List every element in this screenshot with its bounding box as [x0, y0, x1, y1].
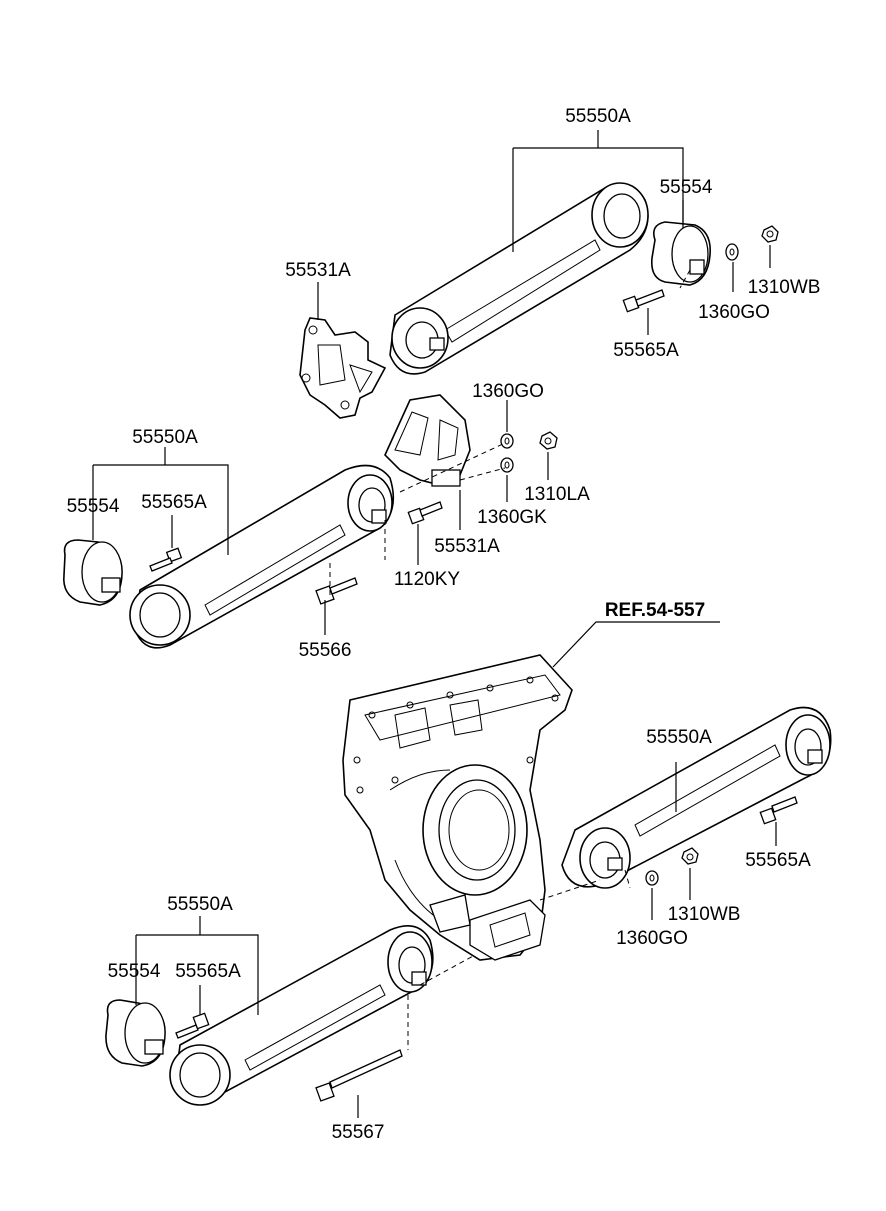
- washer-top: [725, 243, 739, 261]
- label-c-bracket: 55531A: [434, 536, 500, 557]
- nut-middle: [539, 431, 558, 450]
- mounting-bracket-middle: [384, 394, 471, 487]
- label-b-assembly: 55550A: [132, 427, 198, 448]
- arm-assembly-right: [561, 706, 832, 889]
- label-d-nut: 1310WB: [668, 904, 741, 925]
- label-d-bolt: 55565A: [745, 850, 811, 871]
- label-c-nut: 1310LA: [524, 484, 590, 505]
- nut-top: [761, 225, 779, 243]
- washer-middle: [500, 433, 514, 449]
- label-c-bolt: 1120KY: [394, 569, 461, 590]
- label-a-nut: 1310WB: [748, 277, 821, 298]
- label-e-bushing: 55554: [108, 961, 161, 982]
- bolt-c: [407, 501, 443, 525]
- bolt-bottom-long: [315, 1049, 403, 1102]
- bolt-middle: [149, 547, 183, 572]
- arm-assembly-middle: [129, 464, 395, 649]
- differential-carrier: [342, 654, 573, 961]
- mounting-bracket-top: [299, 317, 387, 419]
- label-e-assembly: 55550A: [167, 894, 233, 915]
- arm-assembly-bottom: [169, 924, 434, 1106]
- arm-assembly-top: [389, 182, 649, 375]
- label-d-washer: 1360GO: [616, 928, 688, 949]
- label-a-bushing: 55554: [660, 177, 713, 198]
- label-a-assembly: 55550A: [565, 106, 631, 127]
- label-d-assembly: 55550A: [646, 727, 712, 748]
- label-b-bolt2: 55566: [299, 640, 352, 661]
- bolt-bottom: [175, 1012, 210, 1039]
- label-a-bolt: 55565A: [613, 340, 679, 361]
- bolt-top: [622, 289, 665, 313]
- label-b-bolt: 55565A: [141, 492, 207, 513]
- bolt-right: [759, 796, 798, 825]
- label-bracket-top: 55531A: [285, 260, 351, 281]
- label-e-bolt2: 55567: [332, 1122, 385, 1143]
- label-c-washer: 1360GO: [472, 381, 544, 402]
- nut-right: [681, 847, 699, 865]
- bolt-middle-long: [315, 577, 358, 605]
- bushing-top: [650, 221, 712, 286]
- label-c-washer2: 1360GK: [477, 507, 547, 528]
- bushing-middle: [63, 539, 123, 606]
- reference-label: REF.54-557: [605, 600, 705, 621]
- label-e-bolt: 55565A: [175, 961, 241, 982]
- washer-right: [645, 870, 659, 886]
- washer2-middle: [500, 457, 514, 473]
- label-a-washer: 1360GO: [698, 302, 770, 323]
- bushing-bottom: [105, 999, 166, 1067]
- label-b-bushing: 55554: [67, 496, 120, 517]
